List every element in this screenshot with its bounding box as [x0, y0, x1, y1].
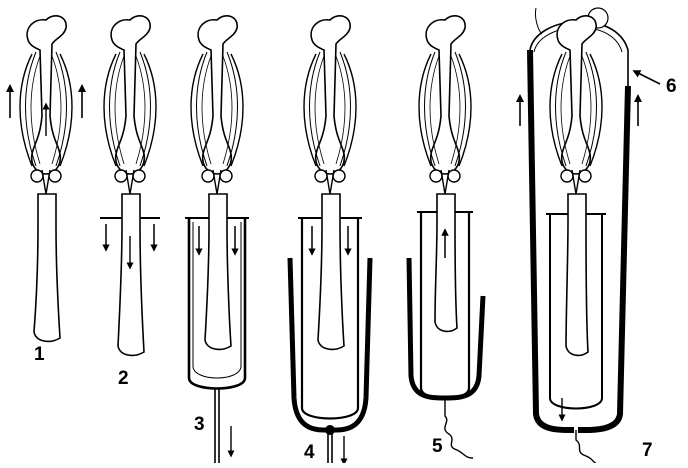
label-5: 5: [432, 436, 443, 457]
panel-5: [409, 16, 483, 458]
pointer-arrow-6: [636, 72, 660, 84]
label-7: 7: [642, 440, 653, 461]
panel-2: [100, 16, 160, 356]
panel-7: [520, 8, 638, 463]
label-6: 6: [666, 76, 677, 97]
panel-4: [290, 16, 370, 463]
label-2: 2: [118, 368, 129, 389]
label-4: 4: [304, 442, 315, 463]
panel-1: [10, 16, 82, 342]
panel-3: [185, 16, 249, 463]
label-3: 3: [194, 414, 205, 435]
label-1: 1: [34, 344, 45, 365]
